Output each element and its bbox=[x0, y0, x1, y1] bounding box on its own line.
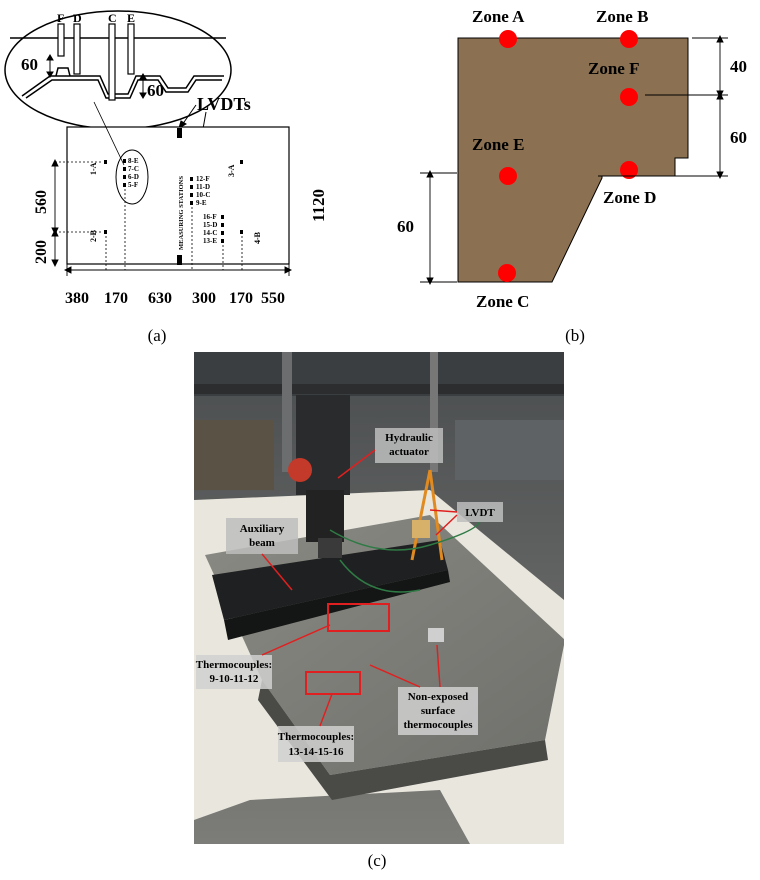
ellipse-leader bbox=[93, 101, 125, 166]
lvdt-label: LVDTs bbox=[197, 94, 251, 114]
annot-hydraulic-1: Hydraulic bbox=[385, 432, 433, 444]
point-3a-marker bbox=[240, 160, 243, 164]
annot-nonexposed-3: thermocouples bbox=[403, 719, 473, 731]
station-11d: 11-D bbox=[196, 183, 210, 191]
zone-e-label: Zone E bbox=[472, 135, 524, 154]
deck-profile bbox=[10, 37, 226, 99]
photo-annotations: Hydraulic actuator LVDT Auxiliary beam T… bbox=[196, 428, 503, 762]
stations-right-lower: 16-F 15-D 14-C 13-E bbox=[203, 213, 217, 245]
point-4b-marker bbox=[240, 230, 243, 234]
dim-200: 200 bbox=[33, 240, 50, 264]
station-6d: 6-D bbox=[128, 173, 139, 181]
point-2b-marker bbox=[104, 230, 107, 234]
detail-label-d: D bbox=[73, 11, 82, 25]
stations-ellipse bbox=[115, 149, 149, 205]
caption-a: (a) bbox=[148, 326, 167, 345]
point-1a-marker bbox=[104, 160, 107, 164]
station-16f: 16-F bbox=[203, 213, 217, 221]
annot-thermo-a-2: 9-10-11-12 bbox=[210, 673, 259, 685]
bottom-dim bbox=[63, 264, 293, 276]
caption-c: (c) bbox=[368, 851, 387, 870]
panel-c-photo bbox=[194, 352, 564, 844]
point-4b: 4-B bbox=[253, 231, 262, 244]
zone-b-label: Zone B bbox=[596, 7, 648, 26]
detail-bars bbox=[57, 23, 135, 101]
dim-300: 300 bbox=[192, 290, 216, 307]
left-dim bbox=[51, 158, 59, 268]
annot-nonexposed-1: Non-exposed bbox=[408, 691, 469, 703]
section-dims bbox=[420, 34, 728, 286]
dim-40: 40 bbox=[730, 57, 747, 76]
zone-c-label: Zone C bbox=[476, 292, 529, 311]
dim-170a: 170 bbox=[104, 290, 128, 307]
measuring-stations-label: MEASURING STATIONS bbox=[178, 176, 185, 250]
stations-center: 8-E 7-C 6-D 5-F bbox=[128, 157, 139, 189]
dim-380: 380 bbox=[65, 290, 89, 307]
station-9e: 9-E bbox=[196, 199, 207, 207]
zone-a-label: Zone A bbox=[472, 7, 525, 26]
panel-a: F D C E 60 60 LVDTs 1-A bbox=[4, 10, 328, 345]
dim-560: 560 bbox=[33, 190, 50, 214]
lvdt-top bbox=[177, 128, 182, 138]
station-5f: 5-F bbox=[128, 181, 138, 189]
marker-zone-d bbox=[620, 161, 638, 179]
stations-right-upper: 12-F 11-D 10-C 9-E bbox=[196, 175, 210, 207]
section-shape bbox=[457, 37, 689, 283]
annot-nonexposed-2: surface bbox=[421, 705, 455, 717]
dim-170b: 170 bbox=[229, 290, 253, 307]
dim-550: 550 bbox=[261, 290, 285, 307]
slab-plan bbox=[66, 126, 290, 265]
annot-thermo-a-1: Thermocouples: bbox=[196, 659, 272, 671]
station-blocks bbox=[123, 159, 224, 243]
detail-label-f: F bbox=[57, 11, 64, 25]
zone-labels: Zone A Zone B Zone F Zone E Zone D Zone … bbox=[472, 7, 656, 311]
station-13e: 13-E bbox=[203, 237, 217, 245]
annot-auxiliary-2: beam bbox=[249, 537, 275, 549]
dim-1120: 1120 bbox=[309, 189, 328, 222]
caption-b: (b) bbox=[565, 326, 585, 345]
detail-label-e: E bbox=[127, 11, 135, 25]
marker-zone-e bbox=[499, 167, 517, 185]
annot-thermo-b-2: 13-14-15-16 bbox=[289, 746, 344, 758]
lvdt-bottom bbox=[177, 255, 182, 265]
detail-dim-right: 60 bbox=[147, 81, 164, 100]
dim-60-right: 60 bbox=[730, 128, 747, 147]
detail-dim-arrows bbox=[46, 54, 147, 99]
annot-thermo-b-1: Thermocouples: bbox=[278, 731, 354, 743]
station-8e: 8-E bbox=[128, 157, 139, 165]
marker-zone-a bbox=[499, 30, 517, 48]
station-14c: 14-C bbox=[203, 229, 217, 237]
bottom-dim-labels: 380 170 630 300 170 550 bbox=[65, 290, 285, 307]
marker-zone-f bbox=[620, 88, 638, 106]
dim-630: 630 bbox=[148, 290, 172, 307]
annot-lvdt: LVDT bbox=[465, 507, 495, 519]
marker-zone-b bbox=[620, 30, 638, 48]
detail-dim-left: 60 bbox=[21, 55, 38, 74]
station-15d: 15-D bbox=[203, 221, 217, 229]
station-10c: 10-C bbox=[196, 191, 210, 199]
marker-zone-c bbox=[498, 264, 516, 282]
detail-label-c: C bbox=[108, 11, 117, 25]
point-3a: 3-A bbox=[227, 164, 236, 177]
annot-auxiliary-1: Auxiliary bbox=[240, 523, 285, 535]
station-12f: 12-F bbox=[196, 175, 210, 183]
point-2b: 2-B bbox=[89, 229, 98, 242]
station-7c: 7-C bbox=[128, 165, 139, 173]
point-1a: 1-A bbox=[89, 162, 98, 175]
zone-d-label: Zone D bbox=[603, 188, 656, 207]
guide-lines bbox=[55, 161, 243, 270]
panel-b: Zone A Zone B Zone F Zone E Zone D Zone … bbox=[397, 7, 747, 345]
annot-hydraulic-2: actuator bbox=[389, 446, 429, 458]
zone-f-label: Zone F bbox=[588, 59, 639, 78]
dim-60-left: 60 bbox=[397, 217, 414, 236]
